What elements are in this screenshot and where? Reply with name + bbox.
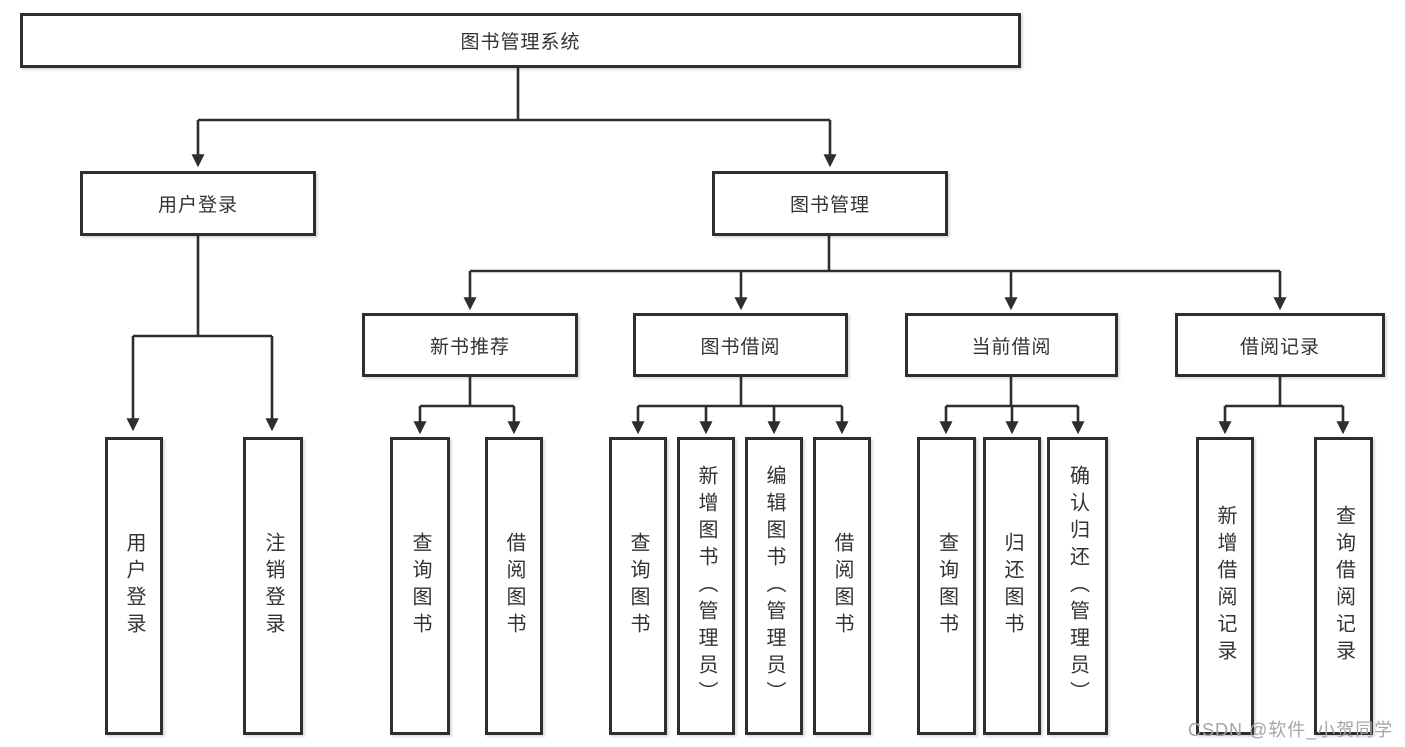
leaf-borrow-book: 借阅图书 [813,437,871,735]
node-current-borrow: 当前借阅 [905,313,1118,377]
leaf-query-book-borrow: 查询图书 [609,437,667,735]
leaf-add-book-admin: 新增图书（管理员） [677,437,735,735]
leaf-query-book-recommend: 查询图书 [390,437,450,735]
leaf-query-book-current: 查询图书 [917,437,976,735]
node-user-login: 用户登录 [80,171,316,236]
csdn-watermark: CSDN @软件_小贺同学 [1188,720,1394,740]
leaf-query-borrow-record: 查询借阅记录 [1314,437,1373,735]
leaf-user-login: 用户登录 [105,437,163,735]
node-book-management: 图书管理 [712,171,948,236]
leaf-logout: 注销登录 [243,437,303,735]
node-new-book-recommend: 新书推荐 [362,313,578,377]
node-root-system: 图书管理系统 [20,13,1021,68]
leaf-add-borrow-record: 新增借阅记录 [1196,437,1254,735]
node-borrow-record: 借阅记录 [1175,313,1385,377]
leaf-confirm-return-admin: 确认归还（管理员） [1047,437,1108,735]
node-book-borrow: 图书借阅 [633,313,848,377]
leaf-borrow-book-recommend: 借阅图书 [485,437,543,735]
leaf-edit-book-admin: 编辑图书（管理员） [745,437,803,735]
leaf-return-book: 归还图书 [983,437,1041,735]
